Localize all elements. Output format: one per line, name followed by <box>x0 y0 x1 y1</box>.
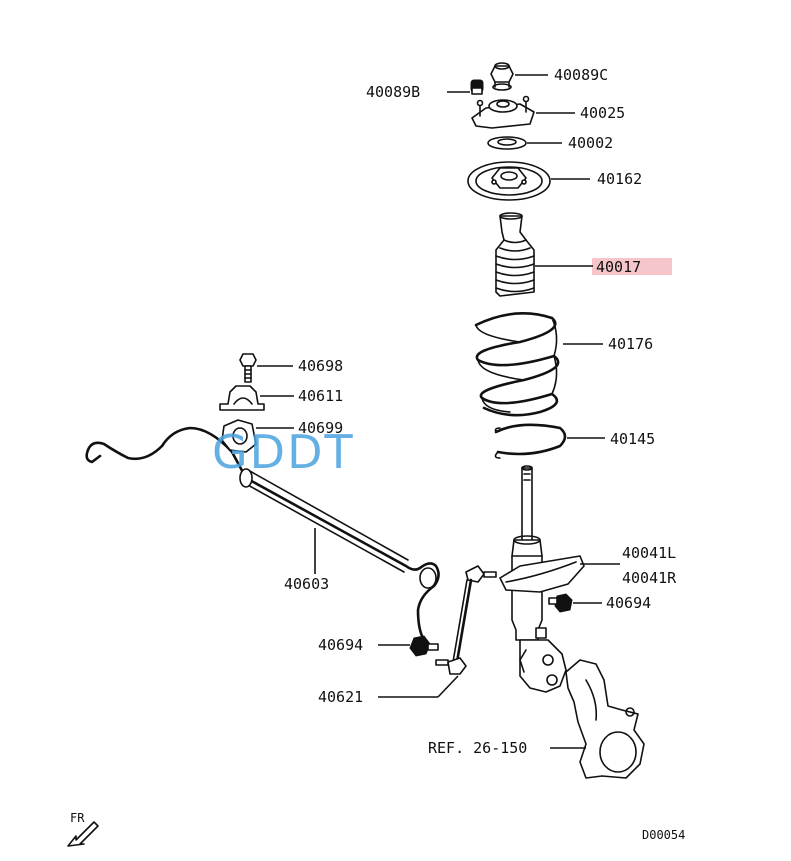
label-40699: 40699 <box>298 419 343 437</box>
label-40017: 40017 <box>596 258 641 276</box>
label-40621: 40621 <box>318 688 363 706</box>
stabilizer-bracket[interactable] <box>219 385 265 411</box>
label-40694-right: 40694 <box>606 594 651 612</box>
top-nut[interactable] <box>490 62 514 91</box>
label-40025: 40025 <box>580 104 625 122</box>
strut-mount[interactable] <box>471 95 535 129</box>
steering-knuckle[interactable] <box>565 659 645 779</box>
nut-right[interactable] <box>548 593 573 613</box>
label-fr: FR <box>70 811 85 825</box>
label-40145: 40145 <box>610 430 655 448</box>
stabilizer-bushing[interactable] <box>221 419 257 453</box>
label-40694-left: 40694 <box>318 636 363 654</box>
label-40698: 40698 <box>298 357 343 375</box>
label-40089B: 40089B <box>366 83 420 101</box>
label-40603: 40603 <box>284 575 329 593</box>
label-40041R: 40041R <box>622 569 677 587</box>
bearing[interactable] <box>487 136 527 150</box>
spring-pad[interactable] <box>494 423 567 459</box>
upper-spring-seat[interactable] <box>467 161 551 201</box>
front-arrow-icon <box>67 821 99 847</box>
label-40041L: 40041L <box>622 544 676 562</box>
label-40089C: 40089C <box>554 66 608 84</box>
label-40611: 40611 <box>298 387 343 405</box>
stabilizer-bar[interactable] <box>85 426 440 642</box>
strut-assembly[interactable] <box>499 465 585 693</box>
highlight-box <box>592 258 672 275</box>
diagram-code: D00054 <box>642 828 685 842</box>
label-40176: 40176 <box>608 335 653 353</box>
label-40002: 40002 <box>568 134 613 152</box>
coil-spring[interactable] <box>474 312 560 417</box>
nut-left[interactable] <box>409 635 439 657</box>
cap-nut[interactable] <box>470 79 484 95</box>
label-40162: 40162 <box>597 170 642 188</box>
dust-boot[interactable] <box>495 212 535 297</box>
watermark: GDDT <box>212 425 355 479</box>
stabilizer-link[interactable] <box>435 565 497 675</box>
label-ref: REF. 26-150 <box>428 739 527 757</box>
bracket-bolt[interactable] <box>239 353 257 383</box>
